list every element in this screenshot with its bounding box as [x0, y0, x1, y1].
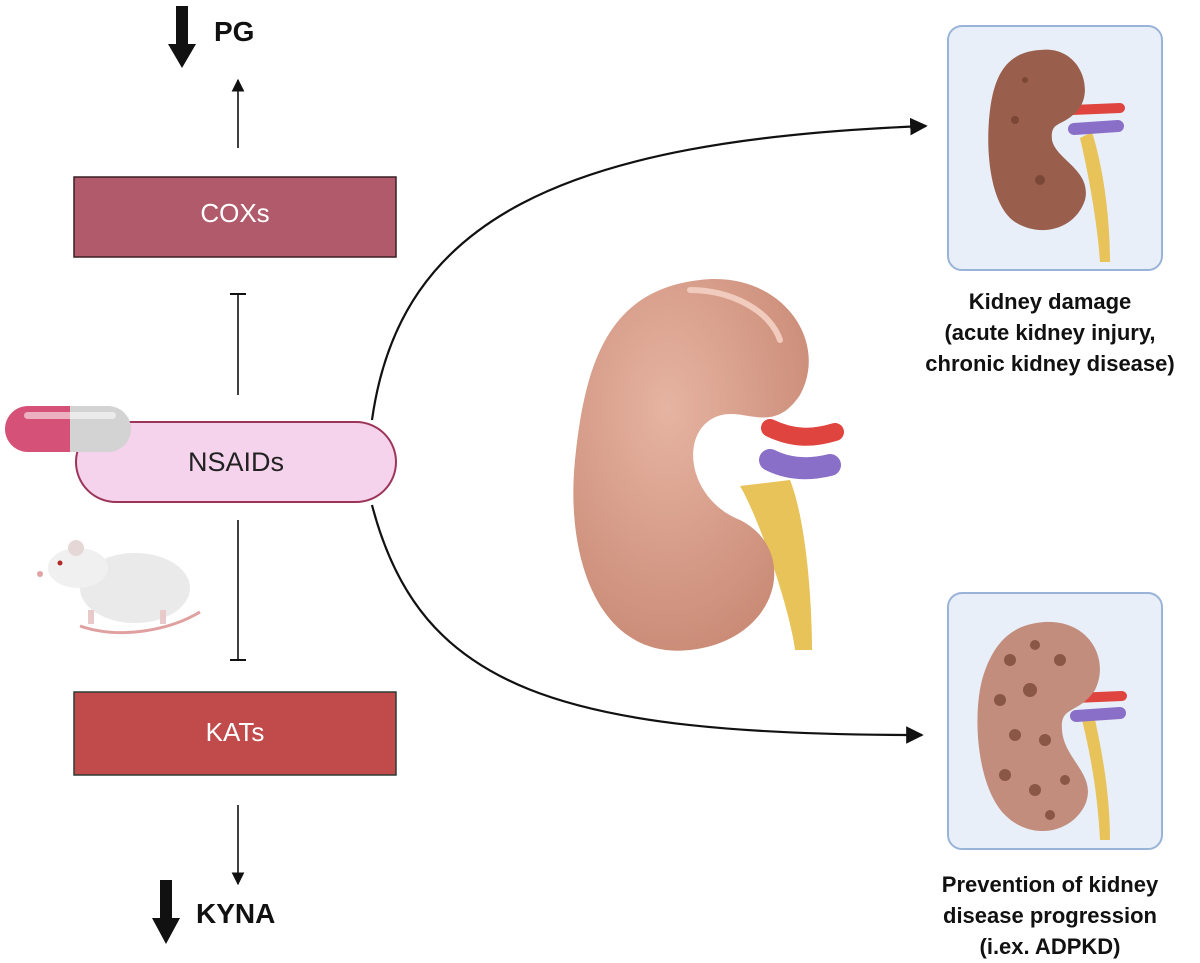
prevention-caption-line3: (i.ex. ADPKD) [979, 934, 1121, 959]
curve-to-prevention [370, 504, 924, 744]
damage-caption-line1: Kidney damage [968, 289, 1132, 314]
kyna-down-arrow-icon [152, 880, 180, 944]
prevention-caption: Prevention of kidney disease progression… [900, 869, 1200, 962]
nsaids-inhibits-kats [230, 520, 246, 661]
capsule-icon [5, 406, 131, 452]
prevention-caption-line2: disease progression [943, 903, 1157, 928]
nsaids-label: NSAIDs [187, 447, 285, 477]
prevention-caption-line1: Prevention of kidney [941, 872, 1159, 897]
damage-caption-line2: (acute kidney injury, [944, 320, 1156, 345]
kats-box [73, 691, 397, 776]
coxs-label: COXs [200, 198, 270, 228]
nsaids-pill [75, 421, 397, 503]
pg-label: PG [214, 16, 255, 47]
damage-caption: Kidney damage (acute kidney injury, chro… [900, 286, 1200, 379]
kats-label: KATs [205, 717, 265, 747]
damaged-kidney-icon [988, 49, 1125, 262]
damage-caption-line3: chronic kidney disease) [925, 351, 1175, 376]
curve-to-damage [370, 117, 928, 421]
kidney-icon [573, 279, 844, 651]
rat-icon [37, 540, 201, 635]
kyna-label: KYNA [196, 898, 276, 929]
nsaids-inhibits-coxs [230, 293, 246, 395]
coxs-box [73, 176, 397, 258]
pg-down-arrow-icon [168, 6, 196, 68]
polycystic-kidney-icon [977, 621, 1127, 840]
